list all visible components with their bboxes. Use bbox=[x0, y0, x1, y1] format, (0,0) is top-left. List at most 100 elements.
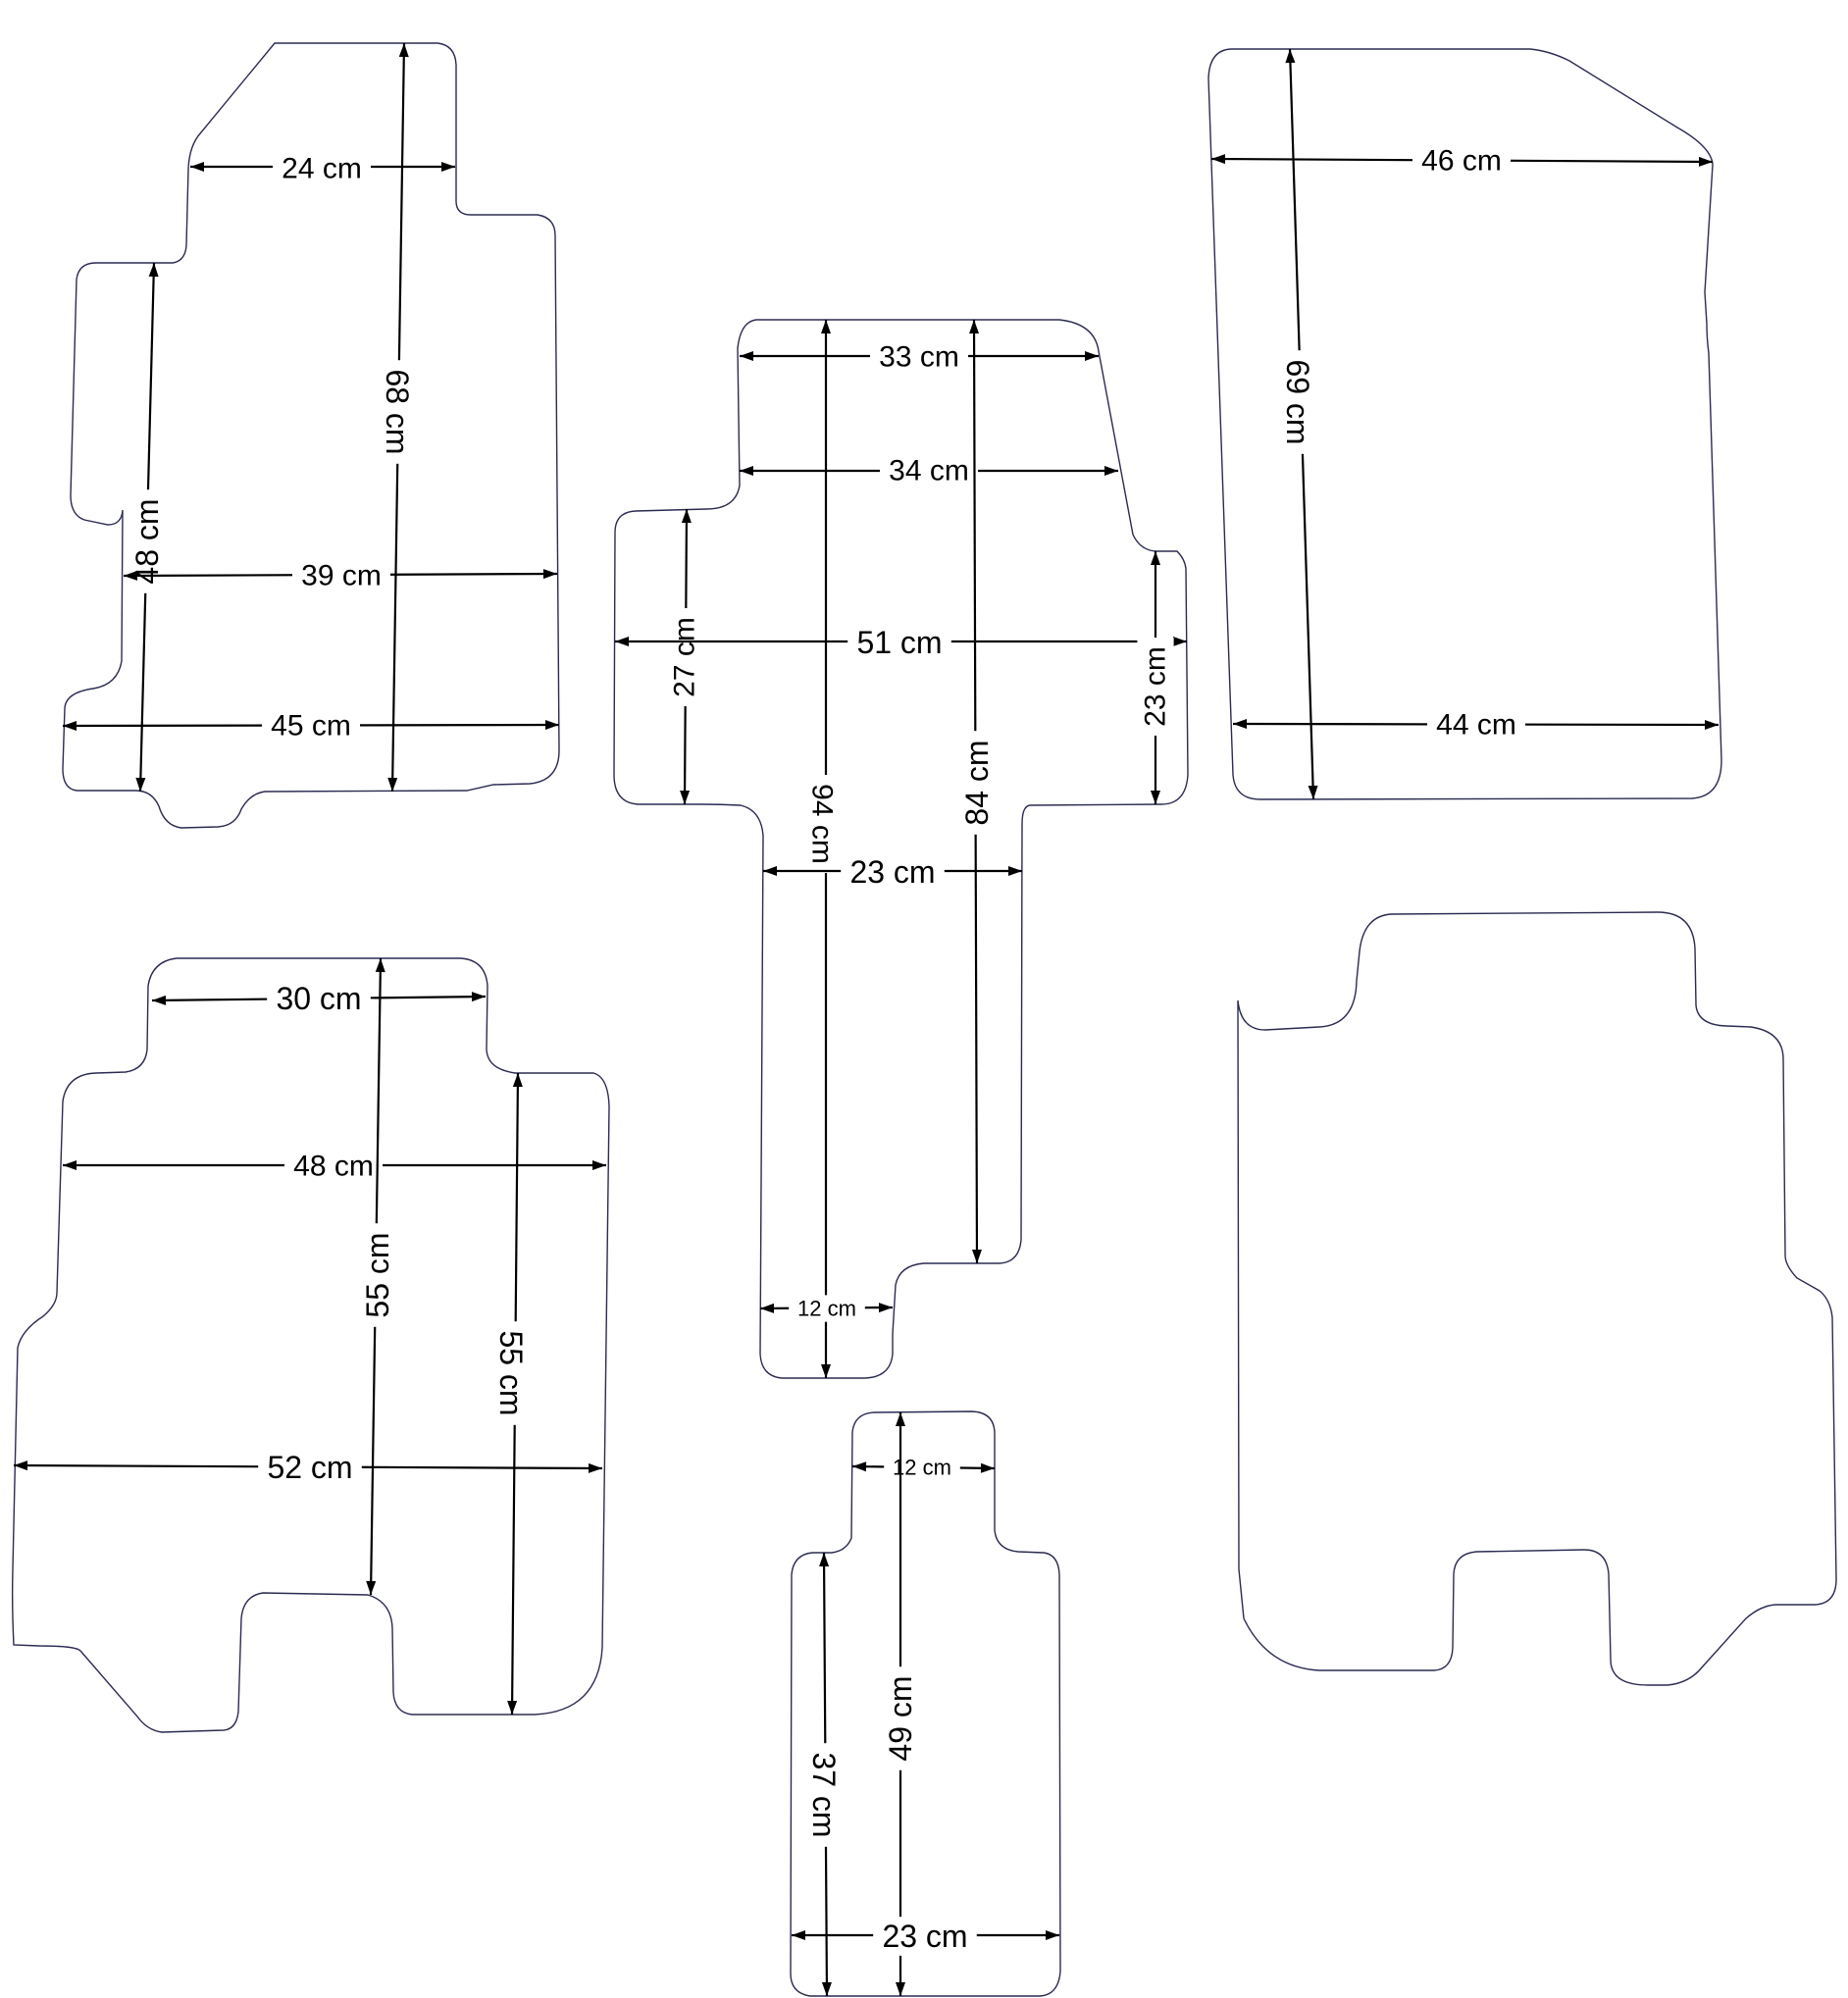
arrow-head-end bbox=[507, 1700, 518, 1715]
dimension-label-group: 23 cm bbox=[1137, 638, 1174, 736]
arrow-head-end bbox=[971, 1249, 982, 1263]
arrow-head-end bbox=[544, 720, 559, 731]
dimension-label: 51 cm bbox=[856, 625, 942, 660]
dimension-label-background bbox=[1412, 142, 1511, 179]
dimension-label-group: 12 cm bbox=[884, 1454, 960, 1481]
dimension-rear-left-2: 55 cm bbox=[358, 957, 397, 1596]
dimension-label: 23 cm bbox=[849, 854, 935, 890]
dimension-label-background bbox=[666, 608, 703, 706]
dimension-label-group: 34 cm bbox=[880, 452, 978, 489]
dimension-label-background bbox=[128, 489, 167, 593]
arrow-head-start bbox=[821, 320, 831, 333]
arrow-head-start bbox=[792, 1930, 805, 1940]
dimension-center-tunnel-1: 34 cm bbox=[740, 452, 1118, 489]
dimension-label-group: 51 cm bbox=[847, 623, 951, 662]
dimension-label-background bbox=[870, 338, 968, 376]
dimension-label: 48 cm bbox=[293, 1151, 374, 1183]
arrow-head-end bbox=[1151, 791, 1160, 804]
arrow-head-start bbox=[969, 320, 980, 334]
dimension-rear-left-4: 52 cm bbox=[13, 1448, 603, 1487]
dimension-label: 24 cm bbox=[282, 153, 362, 185]
arrow-head-start bbox=[615, 637, 629, 646]
arrow-head-start bbox=[375, 958, 385, 973]
dimension-label-background bbox=[881, 1666, 920, 1770]
dimension-label-group: 23 cm bbox=[841, 852, 945, 892]
dimension-label: 23 cm bbox=[1140, 646, 1172, 727]
arrow-head-start bbox=[740, 351, 753, 361]
dimension-rear-center-1: 49 cm bbox=[881, 1412, 920, 1996]
dimension-front-left-1: 68 cm bbox=[378, 42, 417, 793]
arrow-head-end bbox=[542, 569, 557, 580]
dimension-label-group: 37 cm bbox=[804, 1743, 844, 1847]
arrow-head-end bbox=[1173, 637, 1187, 646]
arrow-head-end bbox=[1308, 785, 1318, 799]
dimension-label-group: 49 cm bbox=[881, 1666, 920, 1770]
dimension-label: 27 cm bbox=[669, 617, 701, 697]
dimension-label: 30 cm bbox=[276, 981, 361, 1016]
dimension-label-background bbox=[847, 623, 951, 662]
arrow-head-end bbox=[1008, 866, 1022, 876]
dimension-label-group: 45 cm bbox=[262, 707, 360, 744]
arrow-head-start bbox=[1285, 49, 1296, 64]
dimension-rear-left-3: 55 cm bbox=[491, 1072, 531, 1716]
dimension-label-group: 24 cm bbox=[273, 150, 371, 187]
arrow-head-start bbox=[124, 570, 138, 581]
mat-outlines bbox=[11, 42, 1837, 1997]
arrow-head-start bbox=[63, 1160, 77, 1170]
dimension-label-background bbox=[873, 1917, 977, 1956]
dimension-label: 23 cm bbox=[882, 1919, 967, 1954]
dimension-label-group: 44 cm bbox=[1427, 706, 1525, 743]
dimension-rear-center-0: 12 cm bbox=[851, 1454, 996, 1481]
dimension-front-left-3: 39 cm bbox=[123, 557, 558, 594]
dimension-front-right-1: 69 cm bbox=[1278, 48, 1318, 800]
dimension-label-group: 68 cm bbox=[378, 360, 417, 464]
dimension-label: 52 cm bbox=[267, 1450, 352, 1485]
dimension-front-left-0: 24 cm bbox=[190, 150, 455, 187]
dimension-label-background bbox=[358, 1223, 397, 1327]
arrow-head-end bbox=[471, 992, 486, 1002]
dimension-label-background bbox=[803, 775, 841, 873]
dimension-label: 94 cm bbox=[806, 784, 839, 864]
dimension-label: 46 cm bbox=[1421, 145, 1502, 178]
arrow-head-start bbox=[1151, 551, 1160, 565]
arrow-head-start bbox=[512, 1073, 523, 1088]
arrow-head-start bbox=[681, 509, 692, 524]
dimension-label: 44 cm bbox=[1436, 709, 1516, 742]
arrow-head-end bbox=[896, 1982, 905, 1996]
mat-outline-rear-center bbox=[790, 1410, 1061, 1997]
arrow-head-end bbox=[680, 790, 691, 804]
dimension-annotations: 24 cm 68 cm 48 cm 39 cm 45 cm 33 cm 34 cm 27 cm… bbox=[13, 42, 1720, 1997]
dimension-label-group: 23 cm bbox=[873, 1917, 977, 1956]
dimension-label-background bbox=[273, 150, 371, 187]
mat-outline-rear-left bbox=[11, 957, 610, 1733]
dimension-label-background bbox=[804, 1743, 844, 1847]
arrow-head-end bbox=[441, 162, 455, 172]
dimension-front-right-0: 46 cm bbox=[1210, 142, 1714, 179]
dimension-center-tunnel-3: 51 cm bbox=[615, 623, 1187, 662]
dimension-front-left-4: 45 cm bbox=[62, 707, 560, 744]
arrow-head-end bbox=[1046, 1930, 1059, 1940]
dimension-label-background bbox=[292, 557, 390, 594]
dimension-label-background bbox=[1427, 706, 1525, 743]
dimension-label-group: 55 cm bbox=[491, 1321, 531, 1425]
dimension-center-tunnel-7: 23 cm bbox=[763, 852, 1022, 892]
arrow-head-end bbox=[1698, 156, 1713, 167]
arrow-head-start bbox=[896, 1412, 905, 1426]
dimension-label: 33 cm bbox=[879, 341, 959, 374]
arrow-head-end bbox=[387, 777, 398, 792]
arrow-head-start bbox=[152, 995, 167, 1005]
dimension-label: 12 cm bbox=[797, 1297, 856, 1321]
dimension-center-tunnel-0: 33 cm bbox=[740, 338, 1099, 376]
arrow-head-start bbox=[760, 1303, 775, 1313]
arrow-head-end bbox=[135, 777, 146, 792]
arrow-head-start bbox=[148, 263, 159, 278]
dimension-label-group: 69 cm bbox=[1278, 350, 1317, 454]
arrow-head-end bbox=[1704, 719, 1719, 730]
arrow-head-end bbox=[588, 1462, 602, 1473]
arrow-head-start bbox=[763, 866, 777, 876]
dimension-label-background bbox=[880, 452, 978, 489]
arrow-head-end bbox=[821, 1364, 831, 1378]
dimension-label-group: 12 cm bbox=[789, 1295, 865, 1322]
dimension-label: 55 cm bbox=[360, 1232, 395, 1317]
